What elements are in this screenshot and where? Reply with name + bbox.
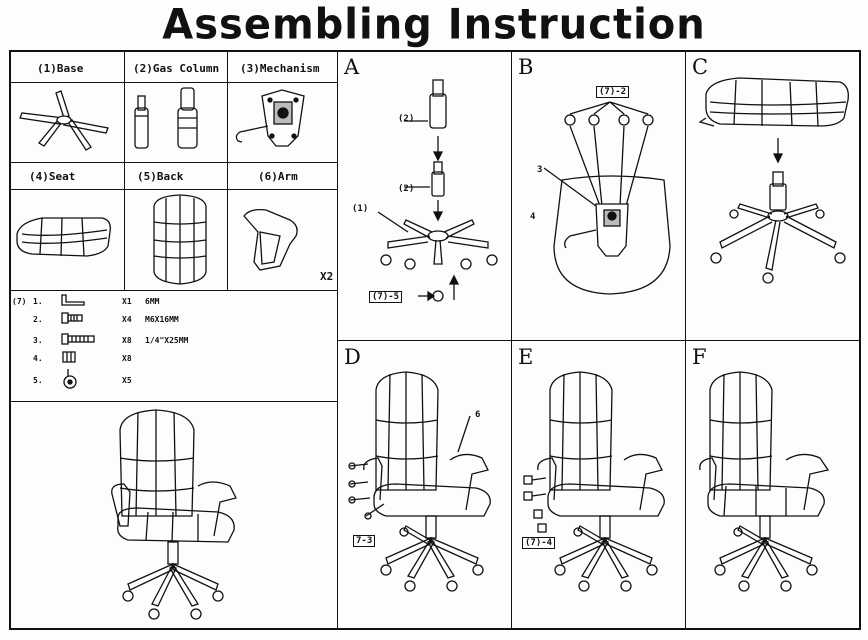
part-label-base: (1)Base: [37, 62, 84, 75]
step-e-illustration: [523, 371, 665, 592]
divider: [9, 162, 337, 163]
step-e-letter: E: [518, 345, 534, 369]
divider: [9, 290, 337, 291]
cap-icon: [62, 351, 76, 363]
step-a-callout-top: (2): [398, 114, 415, 124]
hardware-row-5-number: 5.: [33, 376, 43, 385]
step-c-illustration: [698, 77, 849, 284]
step-c-letter: C: [692, 55, 709, 79]
mechanism-illustration: [235, 89, 305, 147]
step-a-illustration: [377, 79, 498, 302]
short-bolt-icon: [61, 312, 83, 324]
hardware-row-2-number: 2.: [33, 315, 43, 324]
step-d-callout-bolts: 7-3: [353, 535, 376, 547]
hardware-group-label: (7): [12, 297, 27, 306]
step-b-illustration: [543, 101, 671, 295]
long-bolt-icon: [61, 333, 95, 345]
step-f-letter: F: [692, 345, 707, 369]
arm-quantity: X2: [320, 270, 334, 283]
page-title: Assembling Instruction: [162, 0, 706, 50]
divider: [9, 189, 337, 190]
part-label-back: (5)Back: [137, 170, 184, 183]
divider: [9, 401, 337, 402]
step-a-callout-mid: (2): [398, 184, 415, 194]
step-b-callout-bolts: (7)-2: [596, 86, 630, 98]
hardware-row-1-qty: X1: [122, 297, 132, 306]
divider: [337, 340, 861, 341]
divider: [9, 82, 337, 83]
divider: [227, 50, 228, 290]
hardware-row-4-qty: X8: [122, 354, 132, 363]
hardware-row-2-qty: X4: [122, 315, 132, 324]
part-label-arm: (6)Arm: [258, 170, 298, 183]
step-d-illustration: [348, 371, 491, 592]
step-f-illustration: [699, 371, 830, 592]
step-d-letter: D: [344, 345, 361, 369]
allen-key-icon: [61, 294, 85, 306]
part-label-gas-column: (2)Gas Column: [133, 62, 220, 75]
arm-illustration: [243, 208, 298, 271]
hardware-row-1-spec: 6MM: [145, 297, 160, 306]
step-d-callout-arm: 6: [475, 410, 481, 420]
gas-column-illustration: [134, 87, 198, 149]
hardware-row-3-spec: 1/4"X25MM: [145, 336, 189, 345]
back-illustration: [153, 194, 207, 285]
hardware-row-4-number: 4.: [33, 354, 43, 363]
step-b-letter: B: [518, 55, 534, 79]
step-b-callout-mechanism: 3: [537, 165, 543, 175]
hardware-row-3-qty: X8: [122, 336, 132, 345]
step-b-callout-seat: 4: [530, 212, 536, 222]
step-a-callout-base: (1): [352, 204, 369, 214]
part-label-mechanism: (3)Mechanism: [240, 62, 320, 75]
divider: [124, 50, 125, 290]
hardware-row-5-qty: X5: [122, 376, 132, 385]
step-a-callout-caster: (7)-5: [369, 291, 403, 303]
seat-illustration: [16, 217, 111, 257]
base-illustration: [19, 90, 109, 151]
hardware-row-3-number: 3.: [33, 336, 43, 345]
assembled-chair-illustration: [111, 409, 237, 620]
hardware-row-2-spec: M6X16MM: [145, 315, 179, 324]
step-e-callout-caps: (7)-4: [522, 537, 556, 549]
step-a-letter: A: [344, 55, 360, 79]
hardware-row-1-number: 1.: [33, 297, 43, 306]
part-label-seat: (4)Seat: [29, 170, 76, 183]
caster-icon: [63, 369, 77, 389]
